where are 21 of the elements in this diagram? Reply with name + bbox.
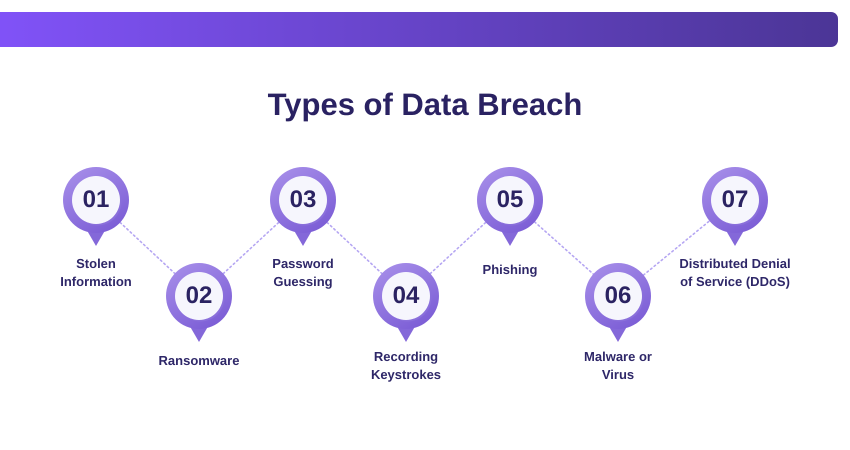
step-label: Ransomware — [158, 352, 240, 370]
step-label: Phishing — [482, 261, 538, 279]
step-number: 07 — [720, 187, 750, 213]
step-label: Stolen Information — [59, 255, 133, 291]
step-number: 06 — [604, 283, 632, 309]
dotted-connector — [222, 222, 280, 274]
step-label: Recording Keystrokes — [370, 348, 442, 384]
dotted-connector — [642, 220, 710, 276]
step-number: 05 — [496, 187, 524, 213]
step-label: Malware or Virus — [583, 348, 653, 384]
diagram-title: Types of Data Breach — [268, 87, 582, 123]
step-number: 03 — [288, 187, 318, 213]
step-label: Password Guessing — [271, 255, 335, 291]
dotted-connector — [119, 222, 176, 274]
dotted-connector — [534, 221, 594, 275]
dotted-connector — [429, 222, 487, 274]
step-number: 04 — [392, 283, 420, 309]
dotted-connector — [326, 222, 383, 274]
step-label: Distributed Denial of Service (DDoS) — [678, 255, 792, 291]
step-number: 02 — [184, 283, 214, 309]
step-number: 01 — [82, 187, 110, 213]
